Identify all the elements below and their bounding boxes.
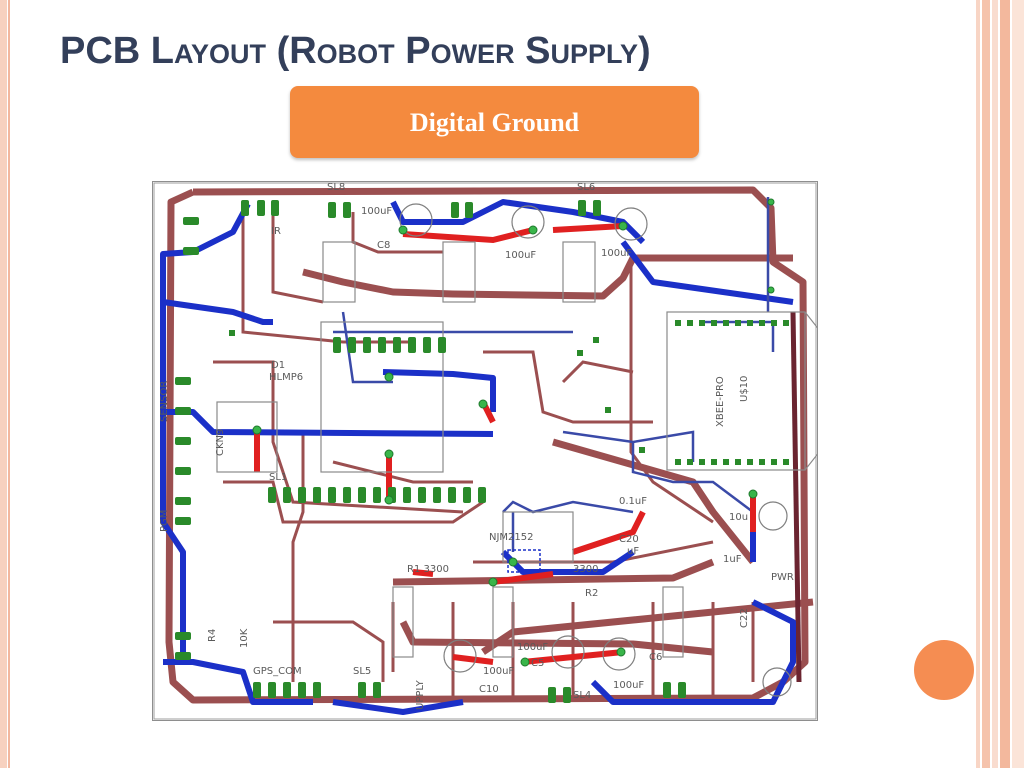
label-ir: IR — [271, 226, 281, 237]
label-pgm: PGM — [159, 510, 170, 532]
label-10u: 10u — [729, 512, 748, 523]
label-sl8: SL8 — [327, 182, 345, 193]
right-border-stripe — [1000, 0, 1010, 768]
right-border-stripe — [976, 0, 980, 768]
label-uf: uF — [627, 546, 639, 557]
label-pwr: PWR — [771, 572, 794, 583]
left-border-decoration — [0, 0, 7, 768]
label-c5: C5 — [531, 658, 544, 669]
label-ckn: CKN9 — [215, 429, 226, 456]
label-c8: C8 — [377, 240, 390, 251]
label-sl4: SL4 — [573, 690, 591, 701]
left-border-line — [8, 0, 10, 768]
slide-title: PCB Layout (Robot Power Supply) — [60, 30, 651, 72]
label-sensor: SENSOR — [159, 381, 170, 422]
label-c20: C20 — [619, 534, 639, 545]
label-d1: D1 — [271, 360, 285, 371]
pcb-layout-drawing: SL8 SL6 100uF C8 100uF 100uF IR D1 HLMP6… — [153, 182, 844, 720]
right-border-stripe — [1012, 0, 1024, 768]
pcb-layout-image: SL8 SL6 100uF C8 100uF 100uF IR D1 HLMP6… — [152, 181, 844, 721]
callout-label: Digital Ground — [409, 108, 580, 137]
label-c10: C10 — [479, 684, 499, 695]
label-100uf-e: 100uF — [483, 666, 514, 677]
label-100uf-c: 100uF — [601, 248, 632, 259]
label-100uf-d: 100uF — [517, 642, 548, 653]
label-3300: 3300 — [573, 564, 598, 575]
orange-circle-decoration — [914, 640, 974, 700]
label-sl1: SL1 — [269, 472, 287, 483]
label-c6: C6 — [649, 652, 662, 663]
label-hlmp: HLMP6 — [269, 372, 303, 383]
label-1uf: 1uF — [723, 554, 742, 565]
label-u10: U$10 — [739, 376, 750, 402]
label-sl6: SL6 — [577, 182, 595, 193]
right-border-stripe — [982, 0, 990, 768]
label-10k: 10K — [239, 628, 250, 648]
label-xbee: XBEE-PRO — [715, 376, 726, 427]
label-100uf-a: 100uF — [361, 206, 392, 217]
digital-ground-callout: Digital Ground — [290, 86, 699, 158]
label-100uf-b: 100uF — [505, 250, 536, 261]
label-r2: R2 — [585, 588, 598, 599]
label-r4: R4 — [207, 629, 218, 642]
label-sl5: SL5 — [353, 666, 371, 677]
right-border-stripe — [992, 0, 998, 768]
label-gps-com: GPS_COM — [253, 666, 302, 677]
label-c1: 0.1uF — [619, 496, 647, 507]
label-upply: UPPLY — [415, 679, 426, 710]
label-100uf-f: 100uF — [613, 680, 644, 691]
label-c22: C22 — [739, 608, 750, 628]
label-r1: R1 3300 — [407, 564, 449, 575]
label-njm: NJM2152 — [489, 532, 534, 543]
